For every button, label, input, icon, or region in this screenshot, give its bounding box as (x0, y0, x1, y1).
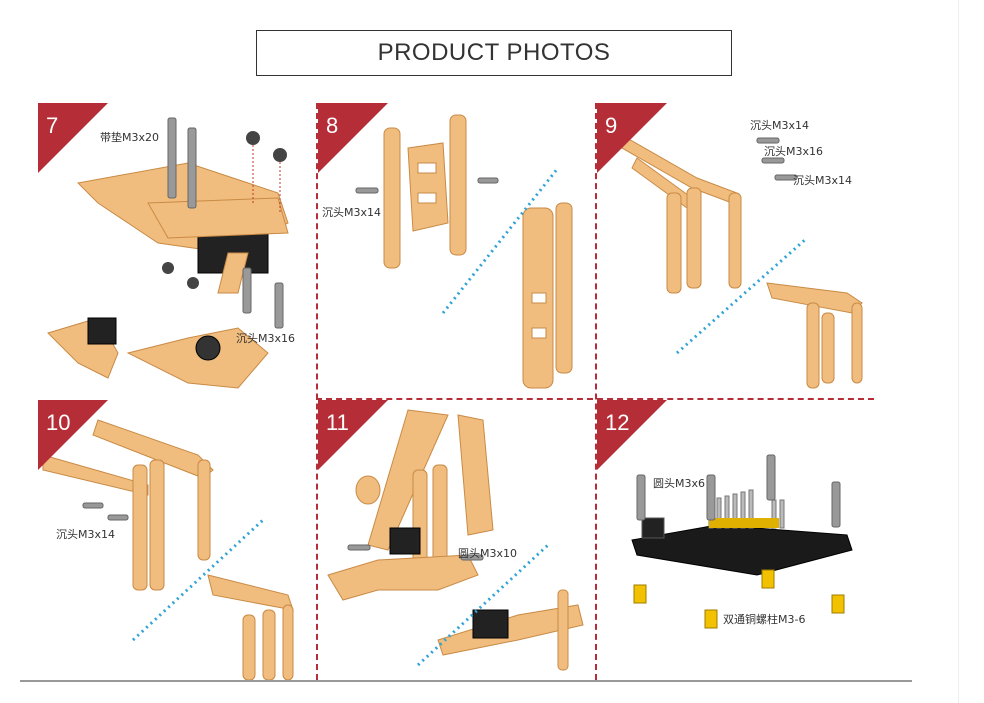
right-edge-line (958, 0, 959, 703)
step-9-panel: 9 沉头M3x14 沉头M3x16 沉头M3x14 (597, 103, 874, 398)
step-10-label-1: 沉头M3x14 (56, 526, 115, 542)
page-title: PRODUCT PHOTOS (378, 39, 611, 67)
step-9-label-3: 沉头M3x14 (793, 172, 852, 188)
assembly-steps-grid: 7 带垫M3x20 沉头M3x16 8 沉头M3x14 (38, 103, 874, 680)
page-title-box: PRODUCT PHOTOS (256, 30, 732, 76)
step-10-number: 10 (46, 410, 70, 436)
step-11-number: 11 (326, 410, 349, 436)
step-7-number: 7 (46, 113, 58, 139)
bottom-divider (20, 680, 912, 682)
step-12-panel: 12 圆头M3x6 双通铜螺柱M3-6 (597, 400, 874, 680)
step-10-panel: 10 沉头M3x14 (38, 400, 316, 680)
step-8-number: 8 (326, 113, 338, 139)
step-9-number: 9 (605, 113, 617, 139)
step-12-label-2: 双通铜螺柱M3-6 (723, 611, 805, 627)
step-9-label-1: 沉头M3x14 (750, 117, 809, 133)
step-11-label-1: 圆头M3x10 (458, 545, 517, 561)
step-9-label-2: 沉头M3x16 (764, 143, 823, 159)
step-12-label-1: 圆头M3x6 (653, 475, 705, 491)
step-8-label-1: 沉头M3x14 (322, 204, 381, 220)
step-7-panel: 7 带垫M3x20 沉头M3x16 (38, 103, 316, 398)
step-7-label-2: 沉头M3x16 (236, 330, 295, 346)
step-7-label-1: 带垫M3x20 (100, 129, 159, 145)
step-12-number: 12 (605, 410, 629, 436)
step-8-panel: 8 沉头M3x14 (318, 103, 595, 398)
step-11-panel: 11 圆头M3x10 (318, 400, 595, 680)
